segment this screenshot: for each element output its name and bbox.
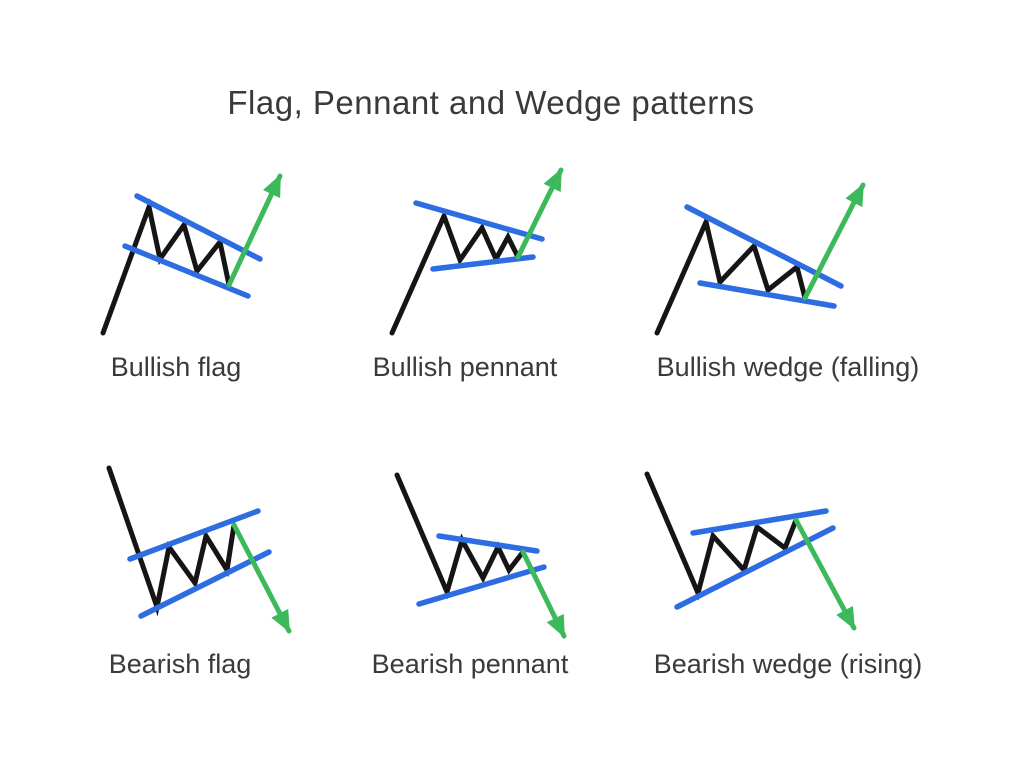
bearish-flag-lower-trendline	[138, 549, 272, 619]
bullish-pennant-breakout-arrow	[515, 167, 564, 260]
bearish-wedge-rising-breakout-arrow	[793, 517, 857, 631]
bearish-pennant-price-line	[394, 472, 526, 600]
bullish-flag-lower-trendline	[122, 243, 251, 299]
pattern-label-bearish-pennant: Bearish pennant	[371, 649, 569, 679]
bearish-flag-breakout-arrow	[231, 522, 292, 634]
pattern-label-bearish-wedge-rising: Bearish wedge (rising)	[653, 649, 923, 679]
bearish-flag-drawing	[106, 465, 292, 634]
bullish-pennant-lower-trendline	[430, 254, 536, 272]
bearish-pennant-lower-trendline	[416, 564, 547, 607]
bearish-wedge-rising-upper-trendline	[690, 508, 829, 536]
pattern-label-bullish-wedge-falling: Bullish wedge (falling)	[656, 352, 920, 382]
bearish-wedge-rising-price-line	[644, 471, 799, 601]
bullish-wedge-falling-lower-trendline	[697, 280, 837, 309]
bullish-flag-upper-trendline	[134, 193, 263, 262]
pattern-label-bullish-flag: Bullish flag	[110, 352, 242, 382]
bullish-flag-drawing	[100, 173, 283, 336]
bullish-wedge-falling-drawing	[654, 182, 866, 336]
bearish-wedge-rising-drawing	[644, 471, 857, 631]
page-title: Flag, Pennant and Wedge patterns	[227, 84, 755, 121]
bearish-pennant-drawing	[394, 472, 567, 639]
bullish-pennant-drawing	[389, 167, 564, 336]
bullish-flag-breakout-arrow	[226, 173, 283, 288]
bullish-wedge-falling-price-line	[654, 214, 808, 336]
pattern-label-bearish-flag: Bearish flag	[108, 649, 252, 679]
bearish-pennant-breakout-arrow	[520, 549, 567, 639]
bullish-pennant-price-line	[389, 209, 521, 336]
pattern-label-bullish-pennant: Bullish pennant	[372, 352, 558, 382]
bullish-flag-price-line	[100, 197, 232, 336]
bearish-flag-upper-trendline	[127, 508, 261, 562]
bullish-pennant-upper-trendline	[413, 200, 545, 242]
bullish-wedge-falling-breakout-arrow	[802, 182, 866, 301]
bearish-flag-price-line	[106, 465, 237, 617]
bearish-pennant-upper-trendline	[436, 533, 540, 554]
